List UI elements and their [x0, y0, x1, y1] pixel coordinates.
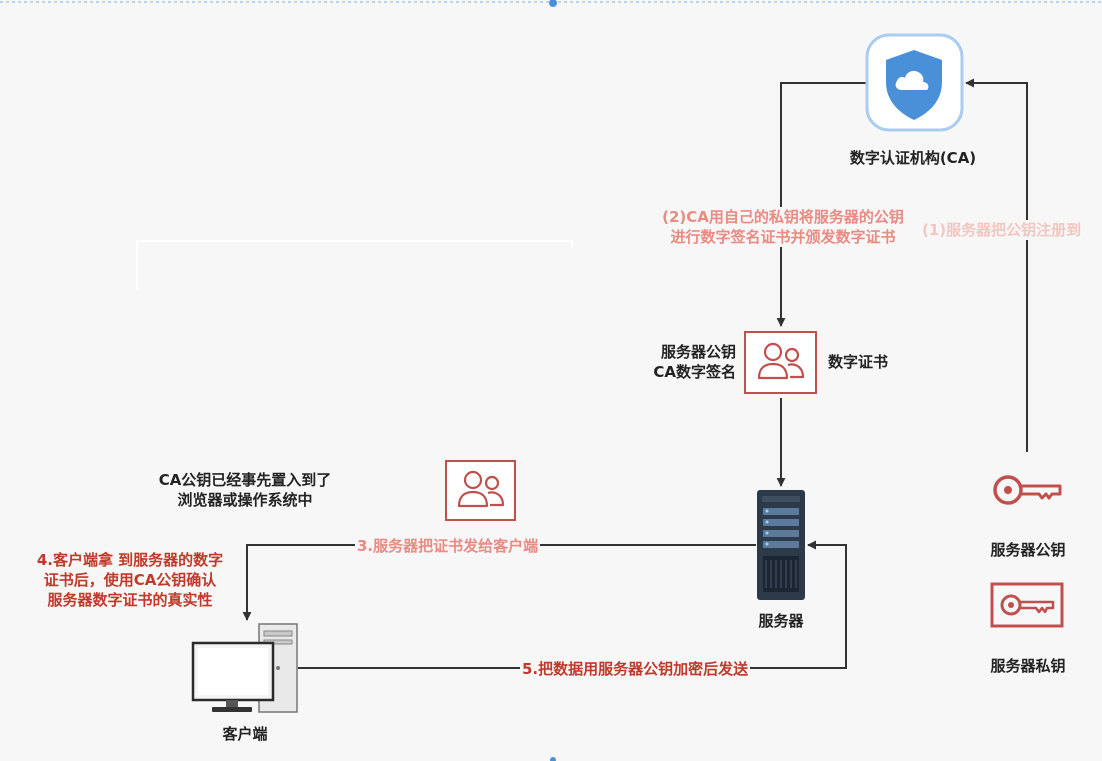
- server-label: 服务器: [758, 612, 804, 630]
- step4-line1: 4.客户端拿 到服务器的数字: [36, 551, 224, 569]
- step1-label: (1)服务器把公钥注册到: [920, 220, 1084, 240]
- step2-line2: 进行数字签名证书并颁发数字证书: [670, 228, 896, 246]
- key-card-icon: [990, 582, 1064, 628]
- step3-label: 3.服务器把证书发给客户端: [355, 536, 541, 556]
- arrow-server-to-client: [242, 544, 756, 621]
- arrow-publickey-to-ca: [965, 78, 1028, 452]
- server-rack-icon: [757, 490, 805, 600]
- faint-background-frame: [136, 240, 573, 290]
- step2-label: (2)CA用自己的私钥将服务器的公钥 进行数字签名证书并颁发数字证书: [626, 207, 940, 247]
- preinstalled-note: CA公钥已经事先置入到了 浏览器或操作系统中: [120, 470, 370, 510]
- bottom-anchor-dot: [550, 757, 556, 761]
- arrow-ca-to-certificate: [776, 82, 866, 327]
- ca-label: 数字认证机构(CA): [849, 149, 977, 167]
- certificate-contents-label: 服务器公钥 CA数字签名: [600, 342, 736, 382]
- preinstalled-line1: CA公钥已经事先置入到了: [158, 471, 332, 489]
- top-anchor-dot: [549, 0, 557, 7]
- step4-line3: 服务器数字证书的真实性: [47, 591, 213, 609]
- shield-cloud-icon: [865, 33, 964, 132]
- step5-label: 5.把数据用服务器公钥加密后发送: [520, 659, 751, 679]
- step4-line2: 证书后，使用CA公钥确认: [43, 571, 217, 589]
- step4-label: 4.客户端拿 到服务器的数字 证书后，使用CA公钥确认 服务器数字证书的真实性: [10, 550, 250, 610]
- certificate-users-icon: [744, 331, 817, 394]
- certificate-users-icon: [445, 460, 516, 521]
- cert-contents-line2: CA数字签名: [653, 363, 736, 381]
- certificate-label: 数字证书: [828, 353, 889, 371]
- server-private-key-label: 服务器私钥: [990, 657, 1066, 675]
- preinstalled-line2: 浏览器或操作系统中: [177, 491, 313, 509]
- server-public-key-label: 服务器公钥: [990, 541, 1066, 559]
- cert-contents-line1: 服务器公钥: [660, 343, 736, 361]
- key-icon: [993, 475, 1062, 505]
- step2-line1: (2)CA用自己的私钥将服务器的公钥: [662, 208, 904, 226]
- desktop-computer-icon: [191, 623, 298, 713]
- client-label: 客户端: [222, 725, 268, 743]
